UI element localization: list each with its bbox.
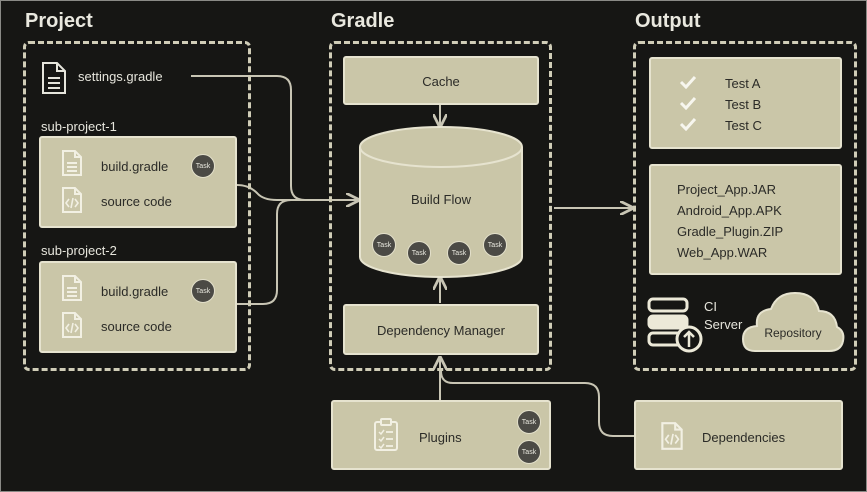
check-icon: [679, 117, 697, 131]
build-flow-task-2: Task: [407, 241, 431, 265]
code-file-icon: [62, 312, 82, 338]
connector-sub1-to-buildflow: [236, 184, 357, 201]
artifact-zip: Gradle_Plugin.ZIP: [677, 224, 784, 239]
dependencies-label: Dependencies: [702, 430, 786, 445]
subproject-1-task-badge: Task: [191, 154, 215, 178]
checklist-icon: [374, 418, 398, 451]
subproject-1-box: build.gradle Task source code: [39, 136, 237, 228]
subproject-2-source-code: source code: [101, 319, 172, 334]
settings-gradle-label: settings.gradle: [78, 69, 163, 84]
build-flow-task-4: Task: [483, 233, 507, 257]
build-flow-task-1: Task: [372, 233, 396, 257]
file-icon: [62, 150, 82, 176]
subproject-1-build-file: build.gradle: [101, 159, 169, 174]
artifact-war: Web_App.WAR: [677, 245, 768, 260]
section-title-output: Output: [635, 10, 701, 32]
section-title-project: Project: [25, 10, 93, 32]
code-file-icon: [661, 422, 683, 450]
plugins-box: Plugins Task Task: [331, 400, 551, 470]
subproject-1-title: sub-project-1: [41, 119, 117, 134]
connector-dependencies-to-depmgr: [440, 370, 634, 437]
code-file-icon: [62, 187, 82, 213]
plugins-task-1: Task: [517, 410, 541, 434]
test-b-label: Test B: [725, 97, 762, 112]
dependencies-box: Dependencies: [634, 400, 843, 470]
check-icon: [679, 75, 697, 89]
repository-label: Repository: [764, 326, 822, 340]
cache-box: Cache: [343, 56, 539, 105]
artifact-apk: Android_App.APK: [677, 203, 782, 218]
connector-sub2-to-buildflow: [237, 199, 292, 305]
project-container: [23, 41, 251, 371]
plugins-task-2: Task: [517, 440, 541, 464]
file-icon: [62, 275, 82, 301]
tests-box: Test A Test B Test C: [649, 57, 842, 149]
artifact-jar: Project_App.JAR: [677, 182, 776, 197]
subproject-1-source-code: source code: [101, 194, 172, 209]
subproject-2-title: sub-project-2: [41, 243, 117, 258]
build-flow-task-3: Task: [447, 241, 471, 265]
output-container: [633, 41, 857, 371]
subproject-2-task-badge: Task: [191, 279, 215, 303]
test-c-label: Test C: [725, 118, 762, 133]
build-flow-label: Build Flow: [411, 192, 471, 207]
section-title-gradle: Gradle: [331, 10, 395, 32]
build-flow-cylinder: [359, 126, 523, 278]
test-a-label: Test A: [725, 76, 761, 91]
dependency-manager-label: Dependency Manager: [377, 323, 505, 338]
plugins-label: Plugins: [419, 430, 462, 445]
cloud-icon: [741, 291, 845, 352]
subproject-2-box: build.gradle Task source code: [39, 261, 237, 353]
database-upload-icon: [647, 297, 703, 353]
artifacts-box: Project_App.JAR Android_App.APK Gradle_P…: [649, 164, 842, 275]
ci-label: CI: [704, 299, 717, 314]
dependency-manager-box: Dependency Manager: [343, 304, 539, 355]
check-icon: [679, 96, 697, 110]
ci-server-label: Server: [704, 317, 743, 332]
file-icon: [42, 62, 66, 94]
cache-label: Cache: [422, 74, 460, 89]
subproject-2-build-file: build.gradle: [101, 284, 169, 299]
gradle-container: [329, 41, 552, 371]
